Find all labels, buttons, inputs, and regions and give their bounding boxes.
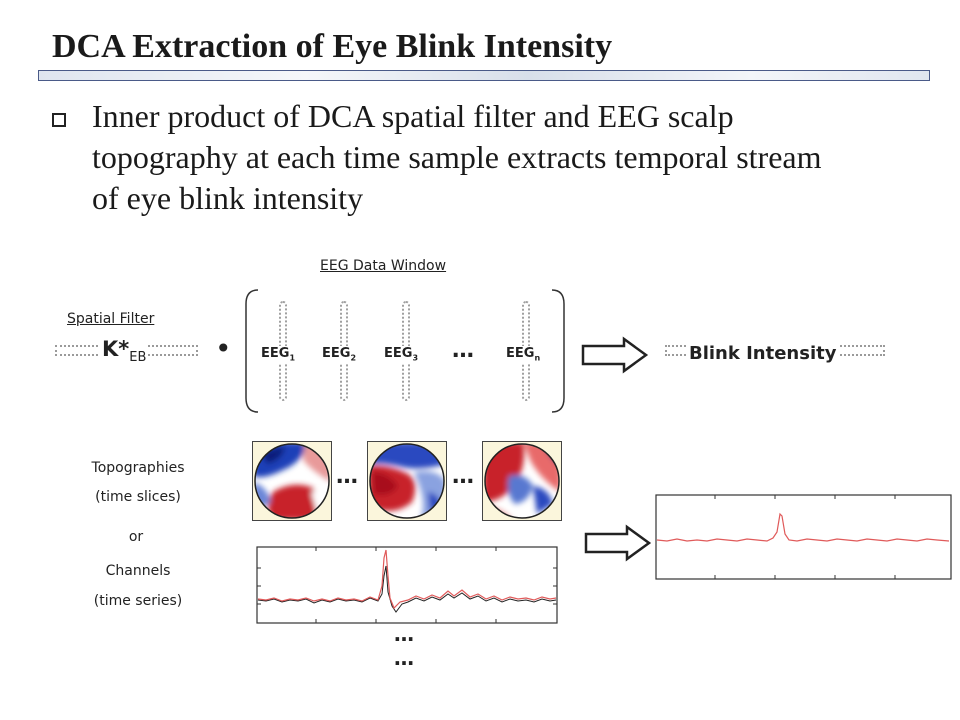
spatial-filter-label: Spatial Filter <box>67 311 155 327</box>
channel-2-sub: 2 <box>350 353 357 363</box>
series-ellipsis-2: … <box>394 646 414 670</box>
channel-2-base: EEG <box>322 346 351 361</box>
filter-symbol: K*EB <box>100 337 149 366</box>
checkbox-bullet-icon <box>52 113 66 127</box>
series-trace-red <box>257 549 557 610</box>
blink-intensity-plot <box>655 494 952 580</box>
dot-operator: • <box>215 332 232 365</box>
time-series-label: (time series) <box>93 593 183 609</box>
channel-label-2: EEG2 <box>320 346 359 363</box>
topography-map-1 <box>252 441 332 521</box>
filter-subscript: EB <box>129 350 147 366</box>
topography-2-graphic <box>369 443 445 519</box>
title-rule <box>38 70 930 81</box>
eeg-window-label: EEG Data Window <box>320 258 447 274</box>
channels-label: Channels <box>105 563 171 579</box>
filter-symbol-text: K* <box>102 337 130 361</box>
left-bracket <box>245 289 259 413</box>
blink-intensity-label: Blink Intensity <box>687 343 839 364</box>
channel-n-base: EEG <box>506 346 535 361</box>
series-ellipsis-1: … <box>394 622 414 646</box>
series-plot-ticks <box>257 547 557 623</box>
result-arrow-icon <box>584 524 652 562</box>
channels-time-series-plot <box>256 546 558 624</box>
channel-label-n: EEGn <box>504 346 543 363</box>
channel-3-base: EEG <box>384 346 413 361</box>
channel-label-1: EEG1 <box>259 346 298 363</box>
topography-map-2 <box>367 441 447 521</box>
result-plot-frame <box>655 494 952 580</box>
right-bracket <box>551 289 565 413</box>
time-slices-label: (time slices) <box>95 489 181 505</box>
channel-3-sub: 3 <box>412 353 419 363</box>
or-label: or <box>128 529 144 545</box>
channel-n-sub: n <box>534 353 541 363</box>
series-plot-frame <box>256 546 558 624</box>
bullet-text: Inner product of DCA spatial filter and … <box>92 98 822 216</box>
output-arrow-icon <box>581 336 649 374</box>
result-plot-ticks <box>714 495 896 579</box>
eeg-window-brackets <box>245 289 565 413</box>
topography-1-graphic <box>254 443 330 519</box>
channel-1-sub: 1 <box>289 353 296 363</box>
topography-map-3 <box>482 441 562 521</box>
channel-1-base: EEG <box>261 346 290 361</box>
topography-3-graphic <box>484 443 560 519</box>
channel-ellipsis: … <box>452 338 474 363</box>
series-trace-black <box>257 565 557 613</box>
slide-title: DCA Extraction of Eye Blink Intensity <box>52 28 613 65</box>
channel-label-3: EEG3 <box>382 346 421 363</box>
blink-intensity-trace <box>656 512 950 542</box>
topography-ellipsis-1: … <box>336 464 358 489</box>
topographies-label: Topographies <box>91 460 185 476</box>
topography-ellipsis-2: … <box>452 464 474 489</box>
